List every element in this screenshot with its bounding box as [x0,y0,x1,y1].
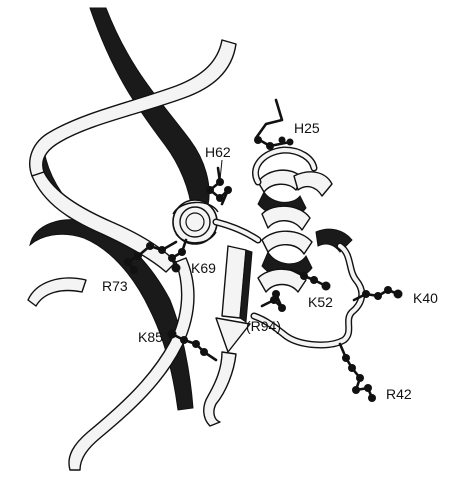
side-chains [124,98,403,402]
label-r42: R42 [386,386,412,402]
label-k85: K85 [138,329,163,345]
dna-strand-light-bottom [27,277,87,307]
side-chain-k52 [290,268,331,291]
helix-upper-right [257,169,333,231]
dna-double-helix [27,7,237,471]
label-k69: K69 [191,260,216,276]
side-chain-k85 [167,329,218,362]
recognition-helix [172,199,219,245]
label-r94: (R94) [246,318,281,334]
side-chain-r73 [124,240,178,274]
side-chain-k69 [168,238,188,273]
side-chain-h62 [206,166,232,206]
h62-pointer-line [219,159,223,181]
label-h25: H25 [294,120,320,136]
side-chain-h25 [254,98,294,150]
label-r73: R73 [102,278,128,294]
residue-labels: H25 H62 K69 R73 K40 K52 (R94) K85 R42 [102,120,438,402]
side-chain-r94 [260,290,286,312]
label-h62: H62 [205,144,231,160]
dna-strand-light-lower [68,257,195,471]
label-k52: K52 [308,294,333,310]
side-chain-r42 [338,342,376,402]
label-k40: K40 [413,290,438,306]
side-chain-k40 [352,286,403,302]
protein-ribbon [172,146,366,427]
dna-strand-dark-lower [29,219,194,411]
helix-center [257,228,353,293]
lower-strand [203,351,237,427]
dna-strand-light-middle [31,171,177,273]
beta-strand [215,245,253,353]
